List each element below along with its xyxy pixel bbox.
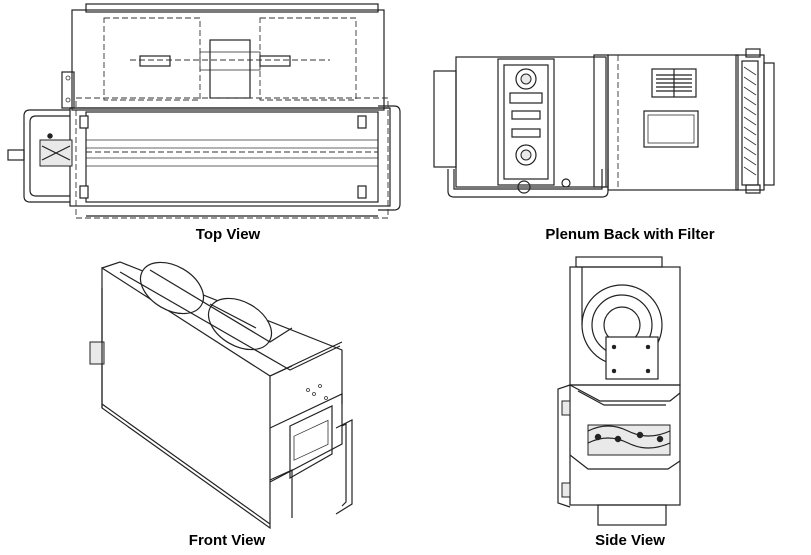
plenum-back-caption: Plenum Back with Filter bbox=[545, 226, 715, 243]
top-view-drawing bbox=[0, 0, 401, 225]
front-view-caption: Front View bbox=[188, 532, 266, 549]
top-view-caption: Top View bbox=[195, 226, 261, 243]
side-view-caption: Side View bbox=[595, 532, 665, 549]
plenum-back-drawing bbox=[430, 45, 811, 205]
front-view-drawing bbox=[80, 258, 370, 530]
side-view-drawing bbox=[548, 255, 698, 530]
